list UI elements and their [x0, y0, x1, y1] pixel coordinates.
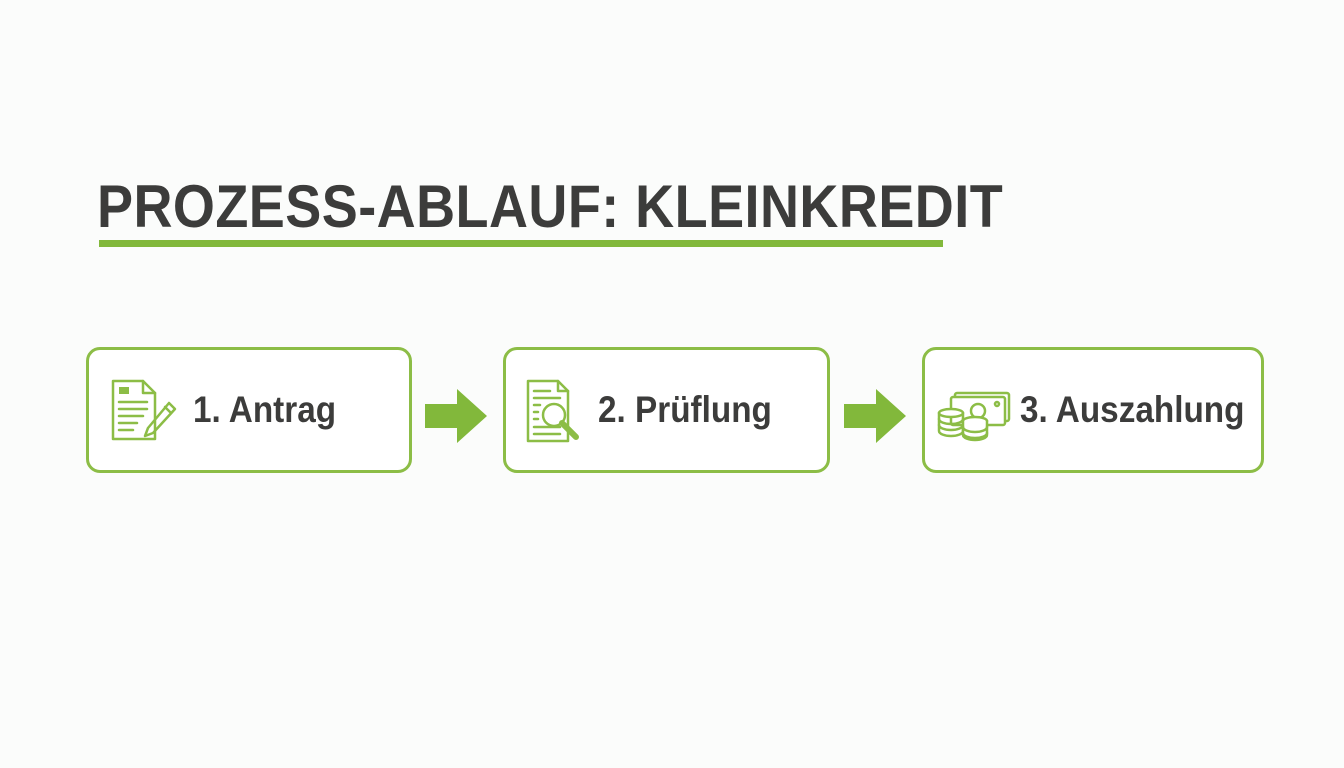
document-magnifier-icon [524, 377, 588, 445]
title-underline [99, 240, 943, 247]
process-step-antrag: 1. Antrag [86, 347, 412, 473]
step-label: 3. Auszahlung [1020, 389, 1245, 430]
process-step-pruefung: 2. Prüflung [503, 347, 830, 473]
application-form-pen-icon [107, 377, 179, 445]
step-label: 2. Prüflung [598, 389, 772, 430]
money-coins-icon [937, 377, 1013, 445]
arrow-right-icon [844, 389, 906, 443]
page-title: PROZESS-ABLAUF: KLEINKREDIT [97, 173, 1004, 240]
process-step-auszahlung: 3. Auszahlung [922, 347, 1264, 473]
step-label: 1. Antrag [193, 389, 337, 430]
arrow-right-icon [425, 389, 487, 443]
